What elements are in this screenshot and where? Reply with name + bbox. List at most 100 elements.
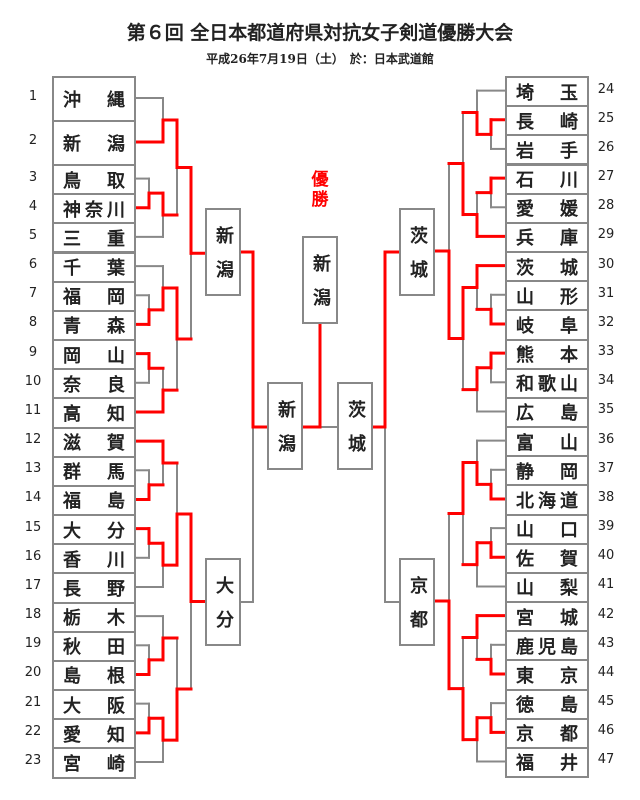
team-box-45: 徳島 [505, 688, 589, 720]
team-box-19: 秋田 [52, 630, 136, 662]
team-box-2: 新潟 [52, 120, 136, 166]
team-box-4: 神奈川 [52, 193, 136, 225]
team-box-17: 長野 [52, 572, 136, 604]
team-name: 山形 [516, 286, 578, 308]
quarter-winner-box-q1: 新潟 [205, 208, 241, 296]
team-name: 岐阜 [516, 315, 578, 337]
team-box-36: 富山 [505, 426, 589, 458]
team-box-35: 広島 [505, 396, 589, 429]
semifinal-winner-box-left: 新潟 [267, 382, 303, 470]
team-box-3: 鳥取 [52, 164, 136, 196]
team-box-7: 福岡 [52, 280, 136, 312]
seed-number: 40 [597, 548, 615, 564]
seed-number: 24 [597, 81, 615, 97]
seed-number: 29 [597, 227, 615, 243]
team-box-24: 埼玉 [505, 76, 589, 108]
team-name: 青森 [63, 316, 125, 338]
team-box-14: 福島 [52, 484, 136, 517]
seed-number: 38 [597, 489, 615, 505]
quarter-winner-box-q3: 茨城 [399, 208, 435, 296]
team-name: 奈良 [63, 374, 125, 396]
team-box-21: 大阪 [52, 689, 136, 721]
team-name: 岡山 [63, 345, 125, 367]
team-box-40: 佐賀 [505, 542, 589, 574]
team-box-5: 三重 [52, 222, 136, 254]
seed-number: 34 [597, 373, 615, 389]
team-name: 兵庫 [516, 228, 578, 250]
seed-number: 13 [24, 461, 42, 477]
seed-number: 44 [597, 664, 615, 680]
seed-number: 43 [597, 635, 615, 651]
team-box-27: 石川 [505, 163, 589, 195]
seed-number: 11 [24, 402, 42, 418]
team-name: 秋田 [63, 637, 125, 659]
champion-label: 優勝 [311, 170, 329, 210]
team-box-16: 香川 [52, 543, 136, 575]
seed-number: 37 [597, 460, 615, 476]
team-name: 群馬 [63, 462, 125, 484]
team-name: 佐賀 [516, 549, 578, 571]
team-box-6: 千葉 [52, 251, 136, 283]
seed-number: 15 [24, 519, 42, 535]
team-box-12: 滋賀 [52, 426, 136, 458]
quarter-winner-name: 茨城 [407, 226, 428, 294]
seed-number: 31 [597, 285, 615, 301]
team-name: 新潟 [63, 134, 125, 155]
team-box-38: 北海道 [505, 484, 589, 516]
seed-number: 22 [24, 723, 42, 739]
team-name: 和歌山 [516, 374, 578, 396]
team-name: 茨城 [516, 257, 578, 279]
team-name: 宮城 [516, 607, 578, 629]
team-name: 福井 [516, 753, 578, 775]
team-name: 三重 [63, 228, 125, 250]
team-box-33: 熊本 [505, 338, 589, 370]
team-box-10: 奈良 [52, 368, 136, 400]
champion-box: 新潟 [302, 236, 338, 324]
seed-number: 27 [597, 169, 615, 185]
seed-number: 18 [24, 607, 42, 623]
team-box-46: 京都 [505, 717, 589, 749]
team-box-41: 山梨 [505, 571, 589, 604]
semifinal-winner-box-right: 茨城 [337, 382, 373, 470]
seed-number: 47 [597, 752, 615, 768]
team-name: 千葉 [63, 258, 125, 280]
team-name: 徳島 [516, 695, 578, 717]
team-name: 島根 [63, 666, 125, 688]
team-name: 山梨 [516, 578, 578, 600]
team-name: 愛媛 [516, 199, 578, 221]
seed-number: 9 [28, 344, 38, 360]
seed-number: 2 [28, 133, 38, 148]
team-name: 鹿児島 [516, 636, 578, 658]
seed-number: 46 [597, 723, 615, 739]
team-name: 京都 [516, 724, 578, 746]
team-box-15: 大分 [52, 514, 136, 546]
seed-number: 12 [24, 432, 42, 448]
seed-number: 26 [597, 139, 615, 155]
seed-number: 30 [597, 256, 615, 272]
event-date-venue: 平成26年7月19日（土） 於：日本武道館 [206, 52, 434, 66]
team-name: 石川 [516, 170, 578, 192]
team-box-47: 福井 [505, 746, 589, 779]
team-name: 長野 [63, 578, 125, 600]
team-name: 広島 [516, 403, 578, 425]
team-box-13: 群馬 [52, 455, 136, 487]
team-name: 東京 [516, 665, 578, 687]
seed-number: 23 [24, 752, 42, 768]
team-name: 滋賀 [63, 433, 125, 455]
team-box-9: 岡山 [52, 339, 136, 371]
team-name: 高知 [63, 403, 125, 425]
champion-name: 新潟 [310, 254, 331, 322]
team-box-42: 宮城 [505, 601, 589, 633]
seed-number: 39 [597, 519, 615, 535]
team-name: 富山 [516, 432, 578, 454]
team-name: 神奈川 [63, 199, 125, 221]
team-box-20: 島根 [52, 659, 136, 692]
team-box-11: 高知 [52, 397, 136, 429]
seed-number: 17 [24, 577, 42, 593]
team-name: 熊本 [516, 345, 578, 367]
page-title: 第６回 全日本都道府県対抗女子剣道優勝大会 [126, 22, 514, 44]
seed-number: 16 [24, 548, 42, 564]
team-name: 大阪 [63, 695, 125, 717]
team-name: 長崎 [516, 111, 578, 133]
team-box-8: 青森 [52, 309, 136, 341]
